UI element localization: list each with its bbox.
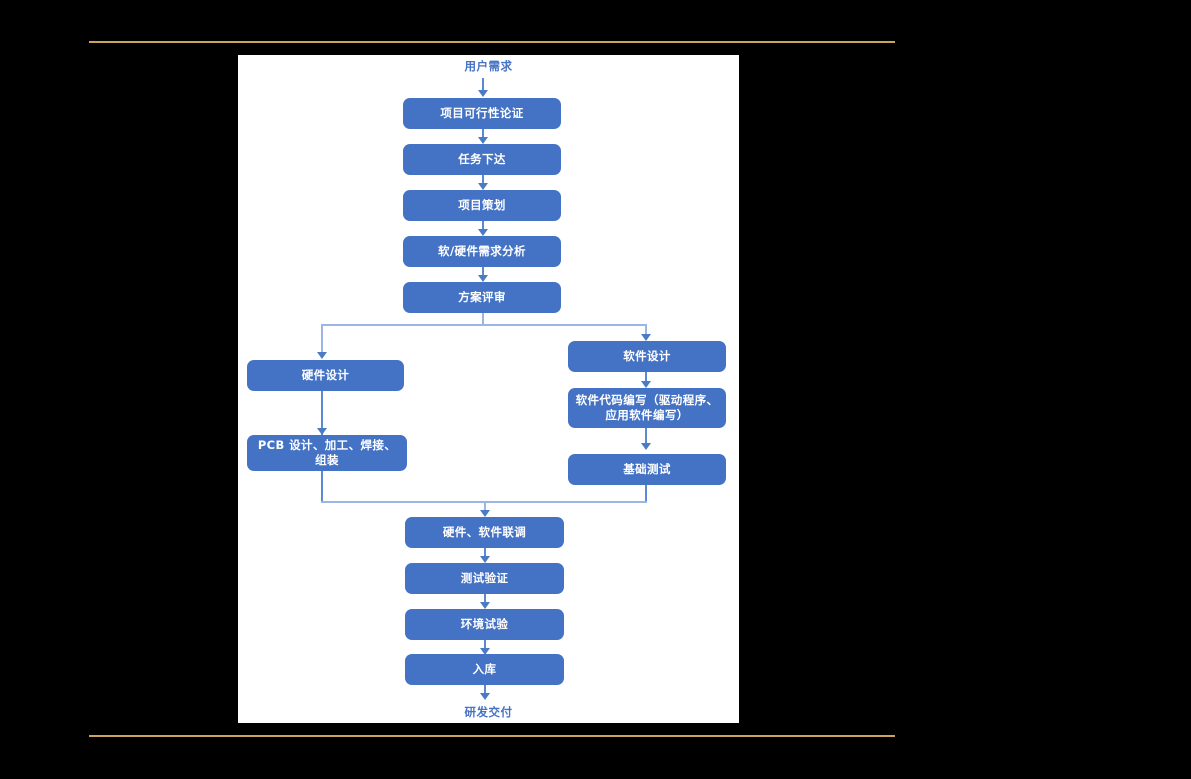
node-task-assignment-label: 任务下达 [458,152,506,166]
node-pcb-fabrication[interactable]: PCB 设计、加工、焊接、组装 [247,435,407,471]
arrowhead-icon-basic-test [641,443,651,450]
node-warehousing[interactable]: 入库 [405,654,564,685]
page-rule-top [89,41,895,43]
connector-split-to-software [645,324,647,337]
connector-environmental-to-warehousing [484,640,486,651]
connector-split-bus [321,324,647,326]
arrowhead-icon-start [478,90,488,97]
node-requirements-analysis[interactable]: 软/硬件需求分析 [403,236,561,267]
connector-warehousing-to-end [484,685,486,696]
arrowhead-icon-software-design [641,334,651,341]
flowchart-figure-panel: 用户需求 项目可行性论证 任务下达 项目策划 软/硬件需求分析 方案评审 硬件设… [238,55,739,723]
arrowhead-icon-environmental [480,602,490,609]
arrowhead-icon-requirements [478,275,488,282]
connector-verification-to-environmental [484,594,486,605]
connector-code-to-basic-test [645,428,647,447]
connector-feasibility-to-task [482,129,484,140]
arrowhead-icon-planning [478,229,488,236]
node-task-assignment[interactable]: 任务下达 [403,144,561,175]
arrowhead-icon-warehousing [480,648,490,655]
node-feasibility[interactable]: 项目可行性论证 [403,98,561,129]
connector-integration-to-verification [484,548,486,559]
node-feasibility-label: 项目可行性论证 [440,106,524,120]
node-hardware-design[interactable]: 硬件设计 [247,360,404,391]
node-test-verification-label: 测试验证 [460,571,509,585]
node-hw-sw-integration-label: 硬件、软件联调 [442,525,527,539]
connector-start-to-feasibility [482,78,484,92]
arrowhead-icon-code-writing [641,381,651,388]
node-pcb-fabrication-label: PCB 设计、加工、焊接、组装 [257,438,397,467]
arrowhead-icon-integration [480,510,490,517]
connector-hardware-to-pcb [321,391,323,435]
connector-merge-stem [484,501,486,514]
node-basic-test-label: 基础测试 [623,462,671,476]
arrowhead-icon-verification [480,556,490,563]
node-basic-test[interactable]: 基础测试 [568,454,726,485]
node-scheme-review[interactable]: 方案评审 [403,282,561,313]
node-hw-sw-integration[interactable]: 硬件、软件联调 [405,517,564,548]
node-requirements-analysis-label: 软/硬件需求分析 [438,244,526,258]
flow-end-label: 研发交付 [464,705,513,719]
page-rule-bottom [89,735,895,737]
node-code-writing[interactable]: 软件代码编写（驱动程序、应用软件编写） [568,388,726,428]
node-project-planning[interactable]: 项目策划 [403,190,561,221]
arrowhead-icon-pcb [317,428,327,435]
node-software-design[interactable]: 软件设计 [568,341,726,372]
node-scheme-review-label: 方案评审 [458,290,506,304]
node-project-planning-label: 项目策划 [458,198,506,212]
connector-split-to-hardware [321,324,323,356]
connector-pcb-to-merge [321,471,323,503]
connector-software-design-to-code [645,372,647,386]
arrowhead-icon-task [478,183,488,190]
connector-task-to-planning [482,175,484,186]
node-software-design-label: 软件设计 [623,349,671,363]
node-warehousing-label: 入库 [472,662,497,676]
node-environmental-test-label: 环境试验 [460,617,509,631]
node-test-verification[interactable]: 测试验证 [405,563,564,594]
flow-start-label: 用户需求 [464,59,513,73]
connector-planning-to-requirements [482,221,484,232]
arrowhead-icon-feasibility [478,137,488,144]
node-code-writing-label: 软件代码编写（驱动程序、应用软件编写） [575,393,719,422]
node-environmental-test[interactable]: 环境试验 [405,609,564,640]
arrowhead-icon-end [480,693,490,700]
connector-requirements-to-review [482,267,484,278]
connector-basic-test-to-merge [645,485,647,503]
node-hardware-design-label: 硬件设计 [301,368,350,382]
arrowhead-icon-hardware-design [317,352,327,359]
connector-review-split-stem [482,313,484,326]
